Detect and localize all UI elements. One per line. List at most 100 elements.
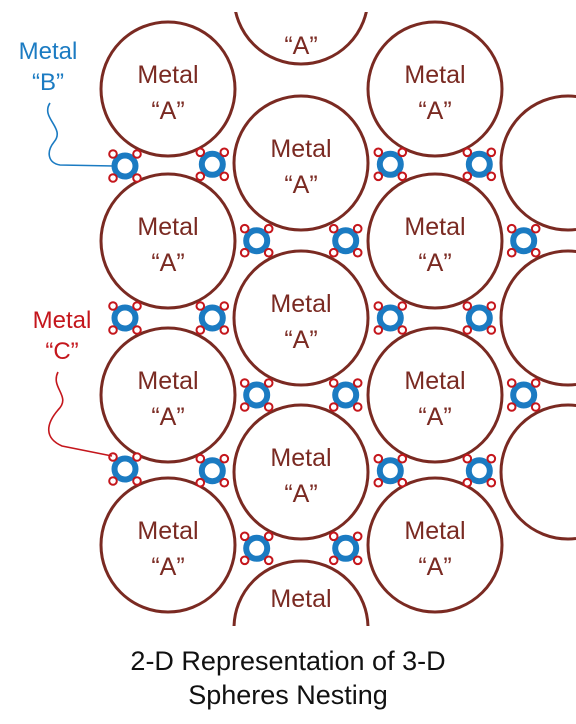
metal-c-sphere bbox=[352, 247, 363, 258]
metal-c-sphere bbox=[486, 147, 497, 158]
metal-b-sphere bbox=[243, 534, 271, 562]
caption-line-2: Spheres Nesting bbox=[188, 680, 388, 710]
metal-a-label: Metal bbox=[270, 290, 331, 318]
metal-a-label: Metal bbox=[404, 367, 465, 395]
metal-a-label: “A” bbox=[284, 480, 317, 508]
metal-a-label: “A” bbox=[284, 171, 317, 199]
caption-line-1: 2-D Representation of 3-D bbox=[130, 646, 446, 676]
metal-a-sphere bbox=[232, 559, 370, 626]
metal-c-sphere bbox=[219, 325, 230, 335]
metal-a-label: “A” bbox=[151, 249, 184, 277]
metal-a-label: Metal bbox=[137, 213, 198, 241]
metal-c-sphere bbox=[263, 247, 274, 258]
metal-c-sphere bbox=[530, 378, 541, 388]
metal-c-sphere bbox=[263, 223, 274, 234]
metal-c-sphere bbox=[328, 378, 339, 388]
callout-c-line2: “C” bbox=[45, 338, 78, 365]
metal-c-sphere bbox=[486, 301, 497, 311]
metal-c-sphere bbox=[506, 378, 517, 388]
metal-a-label: “A” bbox=[418, 403, 451, 431]
metal-c-sphere bbox=[239, 531, 250, 542]
metal-c-sphere bbox=[263, 531, 274, 542]
metal-b-sphere bbox=[111, 304, 139, 332]
metal-b-sphere bbox=[243, 381, 271, 409]
metal-c-sphere bbox=[239, 402, 250, 412]
metal-b-sphere bbox=[332, 227, 360, 255]
callout-b-line2: “B” bbox=[32, 69, 64, 96]
callout-b-line1: Metal bbox=[19, 38, 78, 65]
metal-c-sphere bbox=[239, 555, 250, 566]
metal-c-sphere bbox=[397, 301, 408, 311]
metal-a-label: “A” bbox=[151, 553, 184, 581]
metal-b-spheres bbox=[111, 150, 538, 562]
metal-c-sphere bbox=[373, 477, 384, 488]
metal-c-spheres bbox=[108, 147, 541, 566]
metal-c-sphere bbox=[373, 301, 384, 311]
metal-a-sphere bbox=[499, 249, 576, 387]
callout-c-line1: Metal bbox=[33, 307, 92, 334]
metal-a-label: Metal bbox=[137, 517, 198, 545]
metal-b-sphere bbox=[376, 304, 404, 332]
metal-a-label: “A” bbox=[151, 403, 184, 431]
metal-c-sphere bbox=[462, 147, 473, 158]
metal-c-sphere bbox=[352, 531, 363, 542]
metal-c-sphere bbox=[219, 477, 230, 488]
callout-c-leader-line bbox=[47, 371, 113, 457]
metal-b-sphere bbox=[332, 534, 360, 562]
metal-b-sphere bbox=[465, 150, 493, 178]
metal-c-sphere bbox=[132, 452, 142, 462]
metal-c-sphere bbox=[373, 453, 384, 464]
metal-c-sphere bbox=[263, 378, 274, 388]
metal-a-sphere bbox=[232, 403, 370, 541]
metal-b-sphere bbox=[111, 455, 139, 483]
metal-b-sphere bbox=[465, 457, 493, 485]
metal-a-sphere bbox=[499, 94, 576, 232]
metal-c-sphere bbox=[462, 477, 473, 488]
metal-b-sphere bbox=[376, 150, 404, 178]
metal-c-sphere bbox=[108, 452, 118, 462]
metal-a-sphere bbox=[234, 12, 368, 66]
metal-c-sphere bbox=[506, 402, 517, 412]
metal-c-sphere bbox=[530, 247, 541, 258]
metal-c-sphere bbox=[397, 477, 408, 488]
metal-a-label: Metal bbox=[137, 61, 198, 89]
metal-b-sphere bbox=[243, 227, 271, 255]
metal-c-sphere bbox=[352, 378, 363, 388]
metal-c-sphere bbox=[397, 147, 408, 158]
metal-c-sphere bbox=[486, 171, 497, 182]
callout-metal-c: Metal “C” bbox=[33, 307, 113, 457]
metal-c-sphere bbox=[195, 171, 206, 182]
metal-c-sphere bbox=[195, 301, 206, 311]
metal-a-label: “A” bbox=[284, 326, 317, 354]
metal-c-sphere bbox=[108, 325, 118, 335]
metal-c-sphere bbox=[239, 378, 250, 388]
metal-a-sphere bbox=[232, 94, 370, 232]
metal-a-spheres: Metal “A” Metal “A” Metal “A” Metal “A” “A” Metal… bbox=[99, 12, 576, 626]
metal-c-sphere bbox=[328, 555, 339, 566]
metal-c-sphere bbox=[195, 453, 206, 464]
metal-a-label: Metal bbox=[404, 213, 465, 241]
metal-c-sphere bbox=[195, 325, 206, 335]
metal-a-sphere bbox=[99, 20, 237, 158]
metal-a-label: “A” bbox=[418, 249, 451, 277]
metal-b-sphere bbox=[376, 457, 404, 485]
metal-a-label: Metal bbox=[137, 367, 198, 395]
metal-c-sphere bbox=[219, 171, 230, 182]
metal-c-sphere bbox=[373, 171, 384, 182]
metal-a-sphere bbox=[232, 249, 370, 387]
metal-c-sphere bbox=[132, 476, 142, 486]
metal-c-sphere bbox=[352, 223, 363, 234]
metal-c-sphere bbox=[530, 223, 541, 234]
metal-c-sphere bbox=[239, 223, 250, 234]
metal-a-label: Metal bbox=[270, 444, 331, 472]
metal-c-sphere bbox=[108, 149, 118, 159]
metal-c-sphere bbox=[462, 171, 473, 182]
metal-c-sphere bbox=[132, 149, 142, 159]
metal-c-sphere bbox=[397, 171, 408, 182]
metal-c-sphere bbox=[530, 402, 541, 412]
metal-c-sphere bbox=[486, 477, 497, 488]
metal-c-sphere bbox=[132, 325, 142, 335]
metal-c-sphere bbox=[462, 301, 473, 311]
metal-c-sphere bbox=[263, 555, 274, 566]
